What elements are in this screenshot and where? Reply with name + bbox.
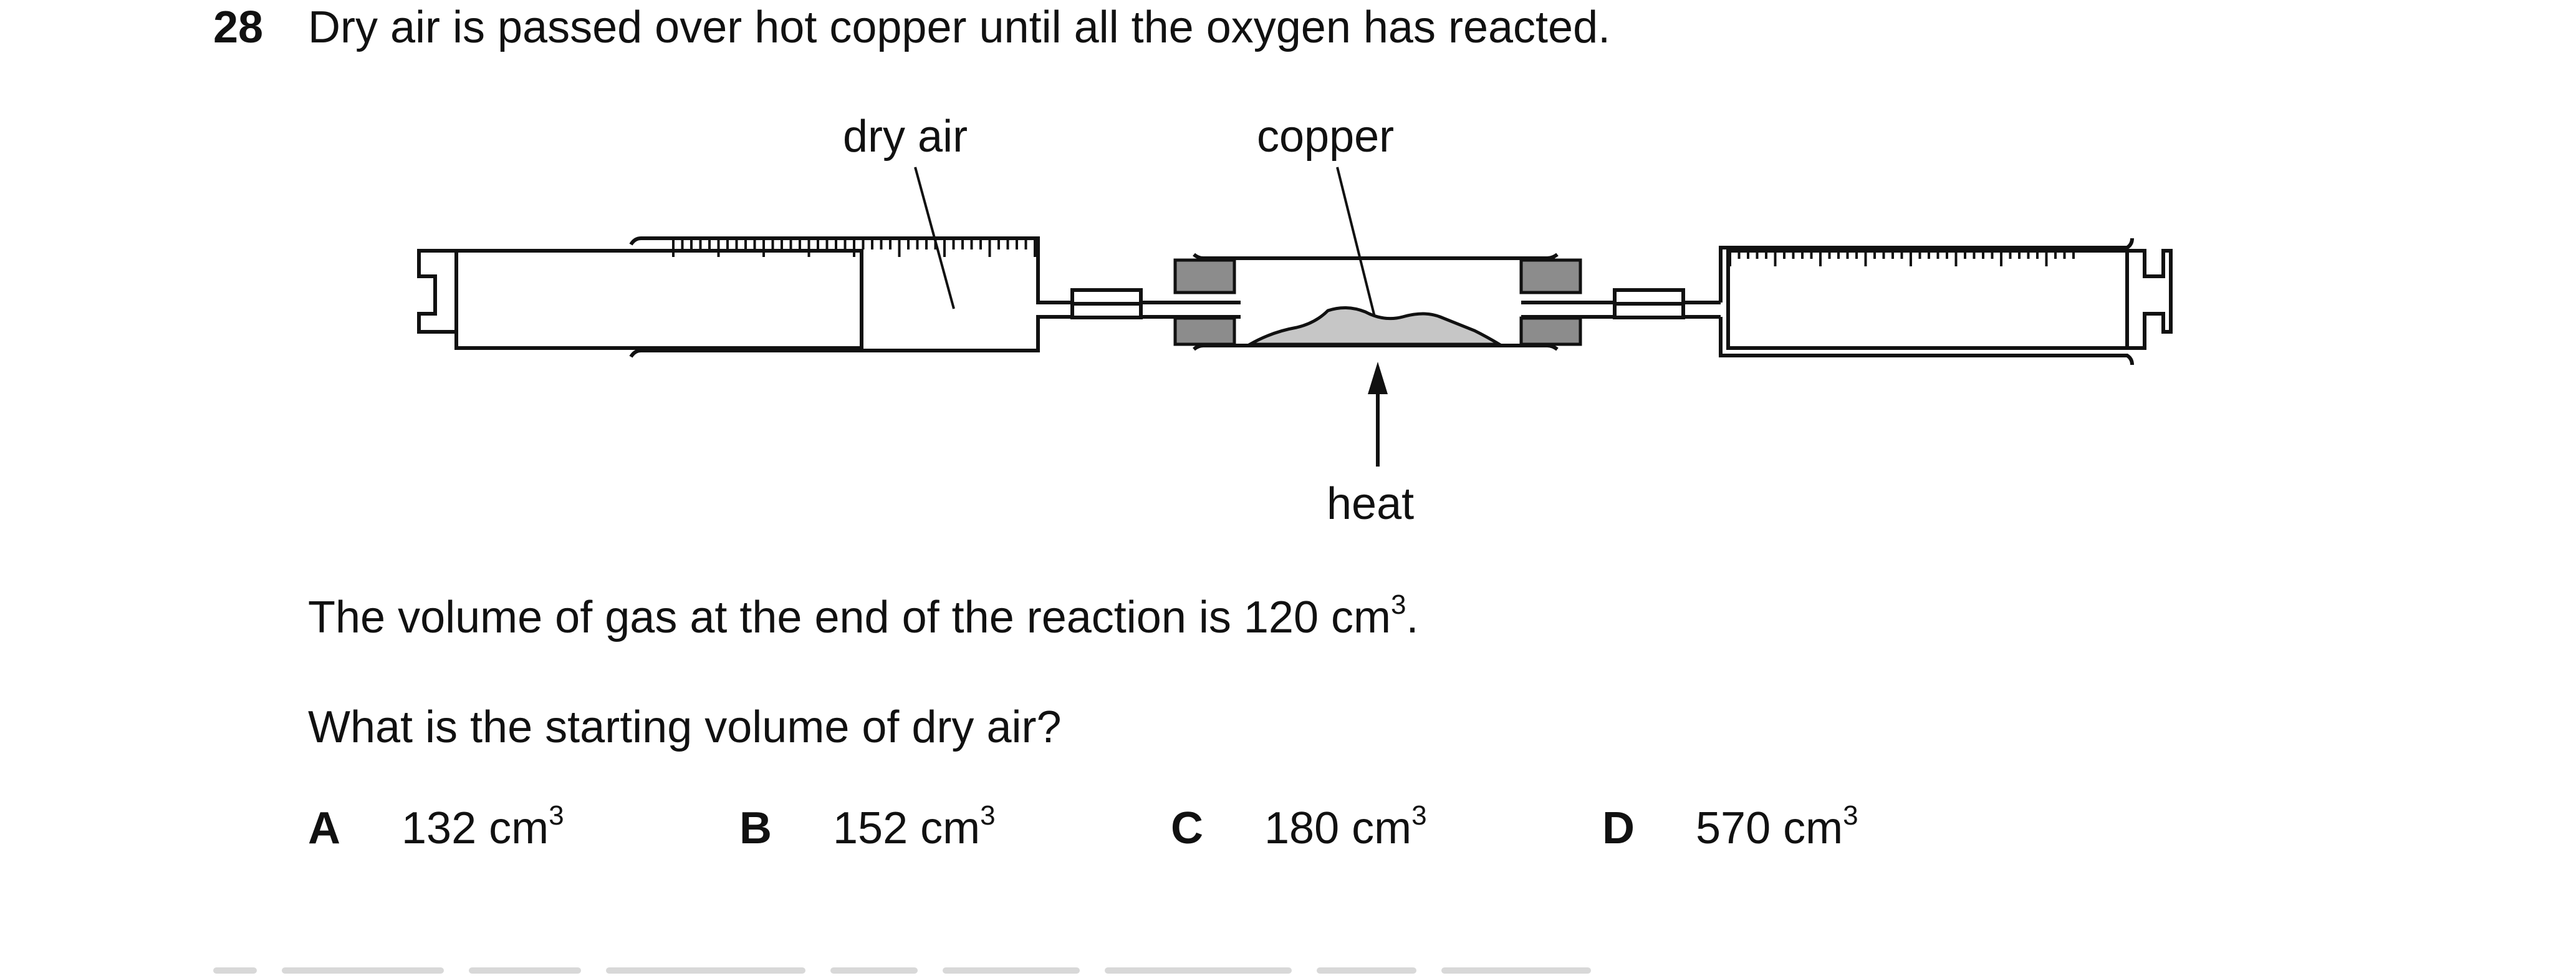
option-superscript: 3 <box>1411 800 1427 831</box>
option-letter: D <box>1602 803 1635 853</box>
stoppers <box>1173 258 1582 346</box>
option-value-text: 180 cm <box>1264 803 1412 853</box>
copper-heap <box>1244 306 1506 346</box>
right-syringe-scale <box>1729 248 2075 266</box>
statement-superscript: 3 <box>1391 589 1406 620</box>
option-letter: A <box>308 803 340 853</box>
right-stopper-bottom <box>1519 316 1582 346</box>
statement-end: . <box>1406 593 1419 642</box>
option-value-text: 152 cm <box>833 803 981 853</box>
copper-leader-line <box>1336 167 1379 330</box>
statement-text: The volume of gas at the end of the reac… <box>308 593 1391 642</box>
next-question-fragment <box>213 966 2083 978</box>
left-stopper-bottom <box>1173 316 1236 346</box>
option-value-text: 132 cm <box>401 803 549 853</box>
option-c[interactable]: C 180 cm3 <box>1171 802 1483 862</box>
left-syringe-scale <box>672 238 1036 257</box>
apparatus-diagram: dry air copper heat <box>417 112 2173 529</box>
left-stopper-top <box>1173 258 1236 294</box>
option-letter: B <box>739 803 772 853</box>
dry-air-leader-line <box>914 167 955 309</box>
label-copper: copper <box>1257 112 1394 162</box>
option-a[interactable]: A 132 cm3 <box>308 802 620 862</box>
label-heat: heat <box>1327 479 1414 529</box>
option-value: 180 cm3 <box>1264 802 1427 853</box>
statement-line: The volume of gas at the end of the reac… <box>308 591 1419 642</box>
answer-options: A 132 cm3 B 152 cm3 C 180 cm3 D 570 cm3 <box>0 802 2576 868</box>
question-text: Dry air is passed over hot copper until … <box>308 2 1611 52</box>
option-value: 132 cm3 <box>401 802 564 853</box>
option-d[interactable]: D 570 cm3 <box>1602 802 1914 862</box>
option-value: 152 cm3 <box>833 802 996 853</box>
left-connector <box>1070 288 1175 319</box>
right-connector <box>1613 288 1721 319</box>
option-value: 570 cm3 <box>1696 802 1858 853</box>
option-superscript: 3 <box>549 800 564 831</box>
option-superscript: 3 <box>1843 800 1858 831</box>
right-stopper-top <box>1519 258 1582 294</box>
label-dry-air: dry air <box>843 112 968 162</box>
option-value-text: 570 cm <box>1696 803 1843 853</box>
left-syringe <box>417 236 1072 358</box>
option-superscript: 3 <box>980 800 996 831</box>
heat-arrow-head <box>1368 362 1388 394</box>
option-b[interactable]: B 152 cm3 <box>739 802 1051 862</box>
question-number: 28 <box>213 2 264 52</box>
question-prompt: What is the starting volume of dry air? <box>308 702 1062 752</box>
option-letter: C <box>1171 803 1203 853</box>
